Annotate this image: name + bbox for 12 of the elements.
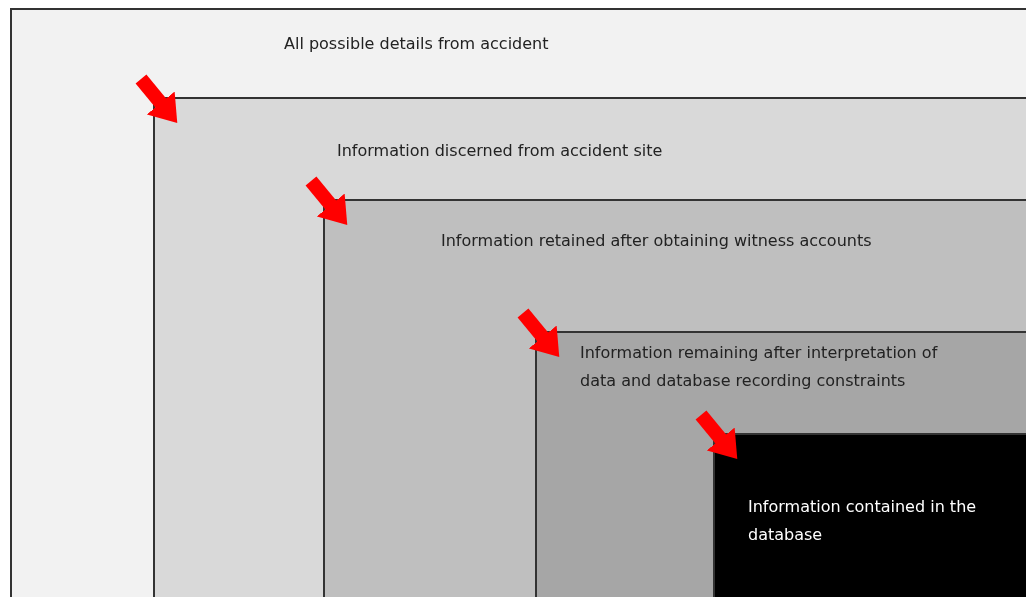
- nested-box: [153, 97, 1026, 597]
- box-label: All possible details from accident: [284, 33, 550, 55]
- box-label: Information remaining after interpretation of data and database recording constraints: [580, 342, 939, 392]
- box-label: Information discerned from accident site: [337, 140, 664, 162]
- arrow: [135, 74, 178, 124]
- arrow: [695, 410, 738, 460]
- arrow: [517, 308, 560, 358]
- arrow: [305, 176, 348, 226]
- box-label: Information contained in the database: [748, 496, 978, 546]
- box-label: Information retained after obtaining witness accounts: [441, 230, 873, 252]
- nested-box: [10, 8, 1026, 597]
- nested-box: [323, 199, 1026, 597]
